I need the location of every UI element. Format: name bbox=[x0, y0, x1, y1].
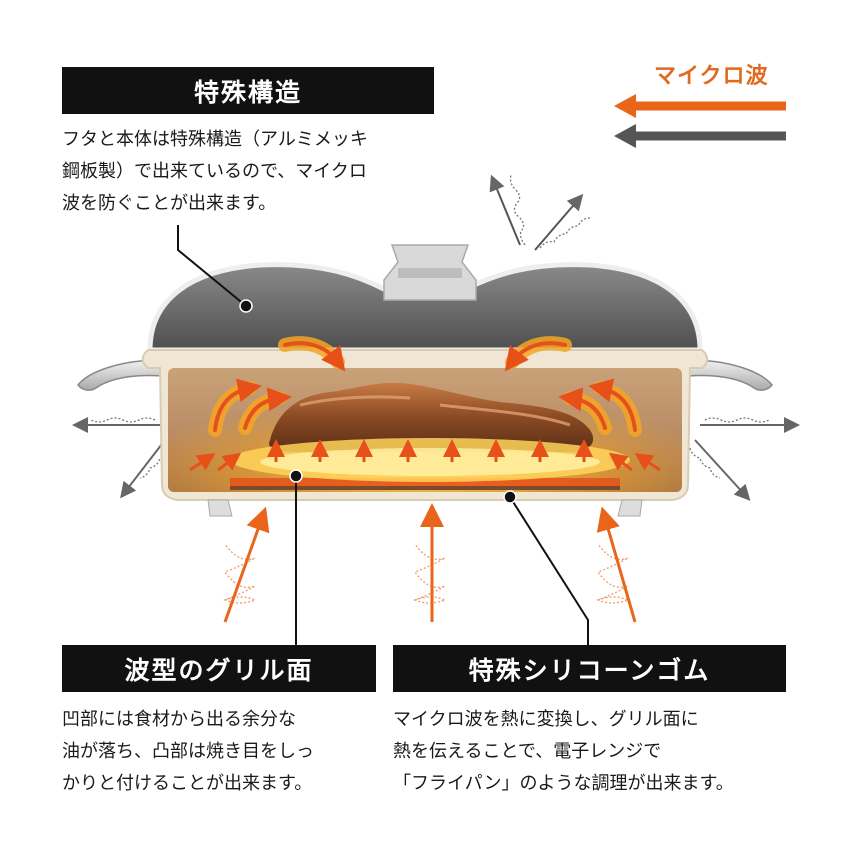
grill-desc-line: 凹部には食材から出る余分な bbox=[62, 709, 296, 730]
lid-desc-line: 波を防ぐことが出来ます。 bbox=[62, 193, 277, 214]
lid-structure-description: フタと本体は特殊構造（アルミメッキ 鋼板製）で出来ているので、マイクロ 波を防ぐ… bbox=[62, 124, 368, 220]
silicone-rubber-description: マイクロ波を熱に変換し、グリル面に 熱を伝えることで、電子レンジで 「フライパン… bbox=[393, 704, 734, 800]
legend-arrows bbox=[614, 94, 786, 148]
lid-desc-line: フタと本体は特殊構造（アルミメッキ bbox=[62, 129, 368, 150]
grill-desc-line: かりと付けることが出来ます。 bbox=[62, 773, 313, 794]
microwave-legend-label: マイクロ波 bbox=[654, 64, 769, 89]
grill-surface-description: 凹部には食材から出る余分な 油が落ち、凸部は焼き目をしっ かりと付けることが出来… bbox=[62, 704, 314, 800]
rubber-desc-line: マイクロ波を熱に変換し、グリル面に bbox=[393, 709, 699, 730]
lid-desc-line: 鋼板製）で出来ているので、マイクロ bbox=[62, 161, 367, 182]
silicone-rubber-title: 特殊シリコーンゴム bbox=[393, 645, 786, 692]
incoming-waves-bottom bbox=[223, 503, 637, 623]
rubber-desc-line: 「フライパン」のような調理が出来ます。 bbox=[393, 773, 734, 794]
leader-lid bbox=[177, 225, 247, 307]
leader-rubber bbox=[509, 496, 589, 645]
reflected-waves-sides bbox=[72, 417, 800, 501]
grill-desc-line: 油が落ち、凸部は焼き目をしっ bbox=[62, 741, 314, 762]
leader-lines bbox=[177, 225, 589, 645]
grill-heat-glow bbox=[230, 438, 630, 482]
rubber-desc-line: 熱を伝えることで、電子レンジで bbox=[393, 741, 662, 762]
grilled-meat bbox=[269, 382, 594, 452]
pan-handles bbox=[77, 359, 773, 391]
lid bbox=[147, 244, 703, 353]
convection-heat-arrows bbox=[208, 336, 642, 437]
grill-heat-arrows bbox=[189, 439, 661, 472]
lid-structure-title: 特殊構造 bbox=[62, 67, 434, 114]
reflected-waves-top bbox=[489, 174, 591, 251]
grill-surface-title: 波型のグリル面 bbox=[62, 645, 376, 692]
